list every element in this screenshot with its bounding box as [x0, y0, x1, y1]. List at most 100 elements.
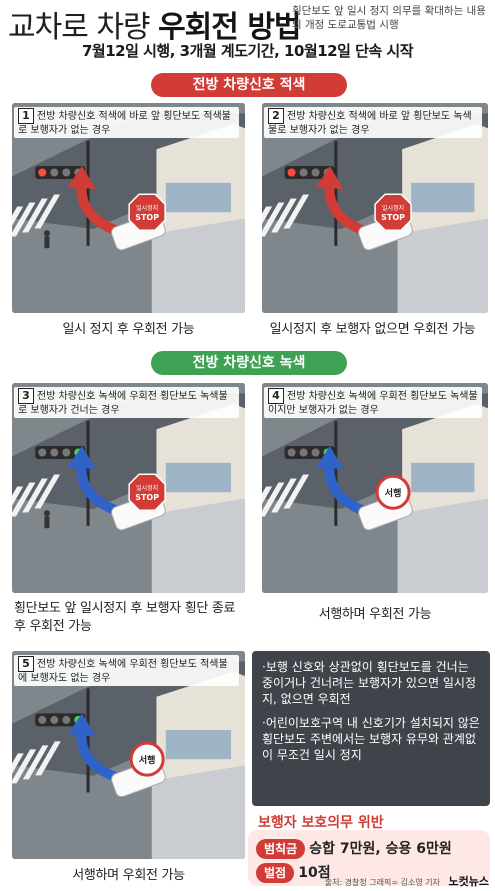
crosswalk-stripe	[22, 478, 48, 513]
signal-lamp	[287, 448, 296, 457]
stop-sign-icon	[374, 193, 412, 231]
panel-description-text: 전방 차량신호 적색에 바로 앞 횡단보도 녹색불로 보행자가 없는 경우	[268, 111, 472, 136]
stop-sign-text-en: STOP	[135, 493, 159, 502]
page-subtitle: 횡단보도 앞 일시 정지 의무를 확대하는 내용의 개정 도로교통법 시행	[292, 5, 486, 31]
signal-lamp	[299, 168, 308, 177]
panel-description-text: 전방 차량신호 녹색에 우회전 횡단보도 적색불에 보행자도 없는 경우	[18, 659, 228, 684]
turn-arrow-head	[67, 446, 96, 470]
notes-box: ·보행 신호와 상관없이 횡단보도를 건너는 중이거나 건너려는 보행자가 있으…	[252, 651, 490, 806]
signal-lamp	[62, 168, 71, 177]
crosswalk-stripe	[12, 202, 36, 237]
signal-lamp	[50, 715, 59, 724]
signal-lamp	[62, 448, 71, 457]
panel-description-text: 전방 차량신호 녹색에 우회전 횡단보도 녹색불이지만 보행자가 없는 경우	[268, 391, 478, 416]
slow-sign-text: 서행	[139, 754, 156, 766]
crosswalk-stripe	[271, 478, 297, 513]
panel-description-text: 전방 차량신호 적색에 바로 앞 횡단보도 적색불로 보행자가 없는 경우	[18, 111, 231, 136]
note-1: ·보행 신호와 상관없이 횡단보도를 건너는 중이거나 건너려는 보행자가 있으…	[262, 660, 476, 706]
traffic-light	[284, 166, 335, 179]
panel-caption-2: 일시정지 후 보행자 없으면 우회전 가능	[269, 322, 476, 337]
building-window	[165, 462, 232, 493]
pedestrian-icon	[43, 230, 50, 237]
panel-number: 3	[18, 388, 34, 404]
crosswalk-stripe	[22, 198, 48, 233]
crosswalk-stripe	[262, 206, 273, 241]
traffic-light	[35, 446, 86, 459]
building-window	[411, 182, 475, 213]
points-value: 10점	[298, 865, 331, 881]
credit-line: 출처: 경찰청 그래픽= 김소영 기자 노컷뉴스	[325, 873, 489, 889]
stop-sign-text-en: STOP	[135, 213, 159, 222]
signal-lamp	[299, 448, 308, 457]
crosswalk-stripe	[12, 753, 24, 788]
schedule-line: 7월12일 시행, 3개월 계도기간, 10월12일 단속 시작	[81, 42, 414, 60]
signal-lamp	[62, 715, 71, 724]
stop-sign-icon	[128, 193, 166, 231]
building-window	[165, 730, 232, 760]
note-2: ·어린이보호구역 내 신호기가 설치되지 않은 횡단보도 주변에서는 보행자 유…	[262, 716, 480, 762]
stop-sign-text-ko: 일시정지	[136, 484, 158, 492]
crosswalk-stripe	[35, 741, 61, 776]
panel-caption-3: 횡단보도 앞 일시정지 후 보행자 횡단 종료 후 우회전 가능	[14, 601, 236, 634]
signal-lamp	[38, 168, 47, 177]
signal-lamp	[38, 448, 47, 457]
traffic-light	[35, 166, 86, 179]
slow-sign-icon	[129, 741, 165, 777]
crosswalk-stripe	[262, 482, 285, 517]
publisher-logo: 노컷뉴스	[448, 875, 489, 888]
signal-pole	[86, 140, 90, 246]
turn-arrow-head	[316, 446, 344, 470]
stop-sign-icon	[128, 473, 166, 511]
scene-illustration: 서행	[12, 651, 245, 859]
credit-text: 출처: 경찰청 그래픽= 김소영 기자	[324, 878, 440, 887]
crosswalk-stripe	[12, 482, 36, 517]
title-pre: 교차로 차량	[8, 10, 159, 45]
crosswalk-stripe	[22, 745, 49, 780]
panel-caption-4: 서행하며 우회전 가능	[318, 607, 432, 622]
stop-sign-text-ko: 일시정지	[382, 204, 404, 212]
traffic-light	[284, 446, 335, 459]
points-badge: 벌점	[256, 863, 295, 883]
signal-lamp	[287, 168, 296, 177]
page-title: 교차로 차량 우회전 방법	[8, 2, 302, 46]
signal-pole	[334, 140, 338, 246]
crosswalk-stripe	[262, 486, 273, 521]
section-green-label: 전방 차량신호 녹색	[151, 351, 347, 375]
traffic-light	[35, 713, 86, 727]
title-bold: 우회전 방법	[158, 10, 301, 45]
panel-number: 4	[268, 388, 284, 404]
crosswalk-stripe	[262, 202, 285, 237]
panel-description-text: 전방 차량신호 녹색에 우회전 횡단보도 녹색불로 보행자가 건너는 경우	[18, 391, 228, 416]
signal-lamp	[50, 168, 59, 177]
crosswalk-stripe	[34, 194, 61, 229]
crosswalk-stripe	[283, 194, 310, 229]
turn-arrow-head	[67, 713, 96, 737]
panel-number: 5	[18, 656, 34, 672]
pedestrian-body	[44, 236, 50, 249]
stop-sign-text-en: STOP	[381, 213, 405, 222]
crosswalk-stripe	[12, 749, 37, 784]
violation-title: 보행자 보호의무 위반	[258, 815, 384, 831]
pedestrian-body	[44, 516, 50, 529]
panel-number: 2	[268, 108, 284, 124]
section-red-label: 전방 차량신호 적색	[151, 73, 347, 97]
signal-lamp	[311, 448, 320, 457]
slow-sign-text: 서행	[385, 487, 402, 499]
signal-pole	[86, 420, 90, 526]
building-window	[165, 182, 232, 213]
crosswalk-stripe	[283, 474, 310, 509]
signal-lamp	[311, 168, 320, 177]
